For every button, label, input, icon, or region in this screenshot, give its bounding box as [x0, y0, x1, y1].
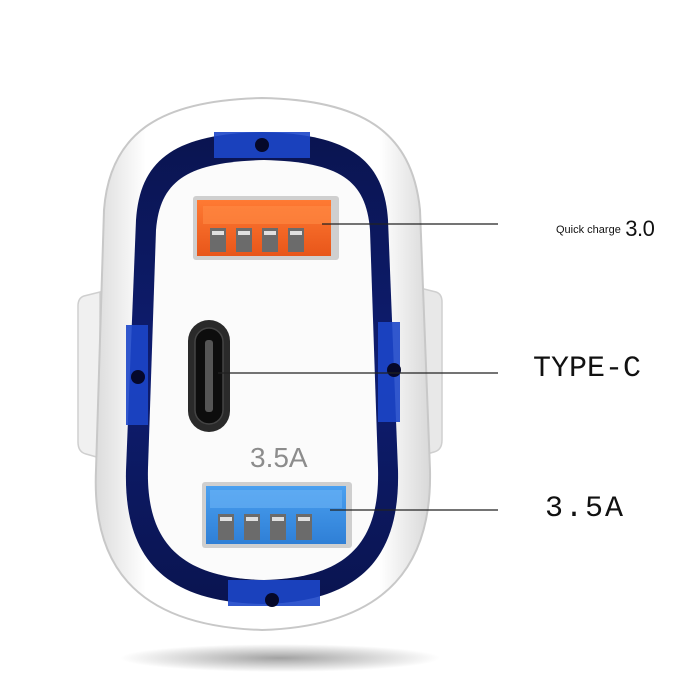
charger-face: [147, 160, 379, 580]
screw-bottom: [265, 593, 279, 607]
usb-rating-label: 3.5A: [545, 492, 626, 526]
type-c-label: TYPE-C: [533, 352, 642, 386]
screw-left: [131, 370, 145, 384]
usb-port-qc30: [193, 196, 339, 260]
usb-type-c-port: [188, 320, 230, 432]
drop-shadow: [120, 644, 440, 672]
usb-port-3-5a: [202, 482, 352, 548]
screw-right: [387, 363, 401, 377]
left-side-tab: [77, 291, 101, 459]
port-rating-inner-label: 3.5A: [250, 442, 308, 473]
quick-charge-prefix: Quick charge: [556, 224, 621, 236]
quick-charge-label: Quick charge 3.0: [556, 216, 655, 242]
quick-charge-version: 3.0: [625, 216, 655, 241]
screw-top: [255, 138, 269, 152]
